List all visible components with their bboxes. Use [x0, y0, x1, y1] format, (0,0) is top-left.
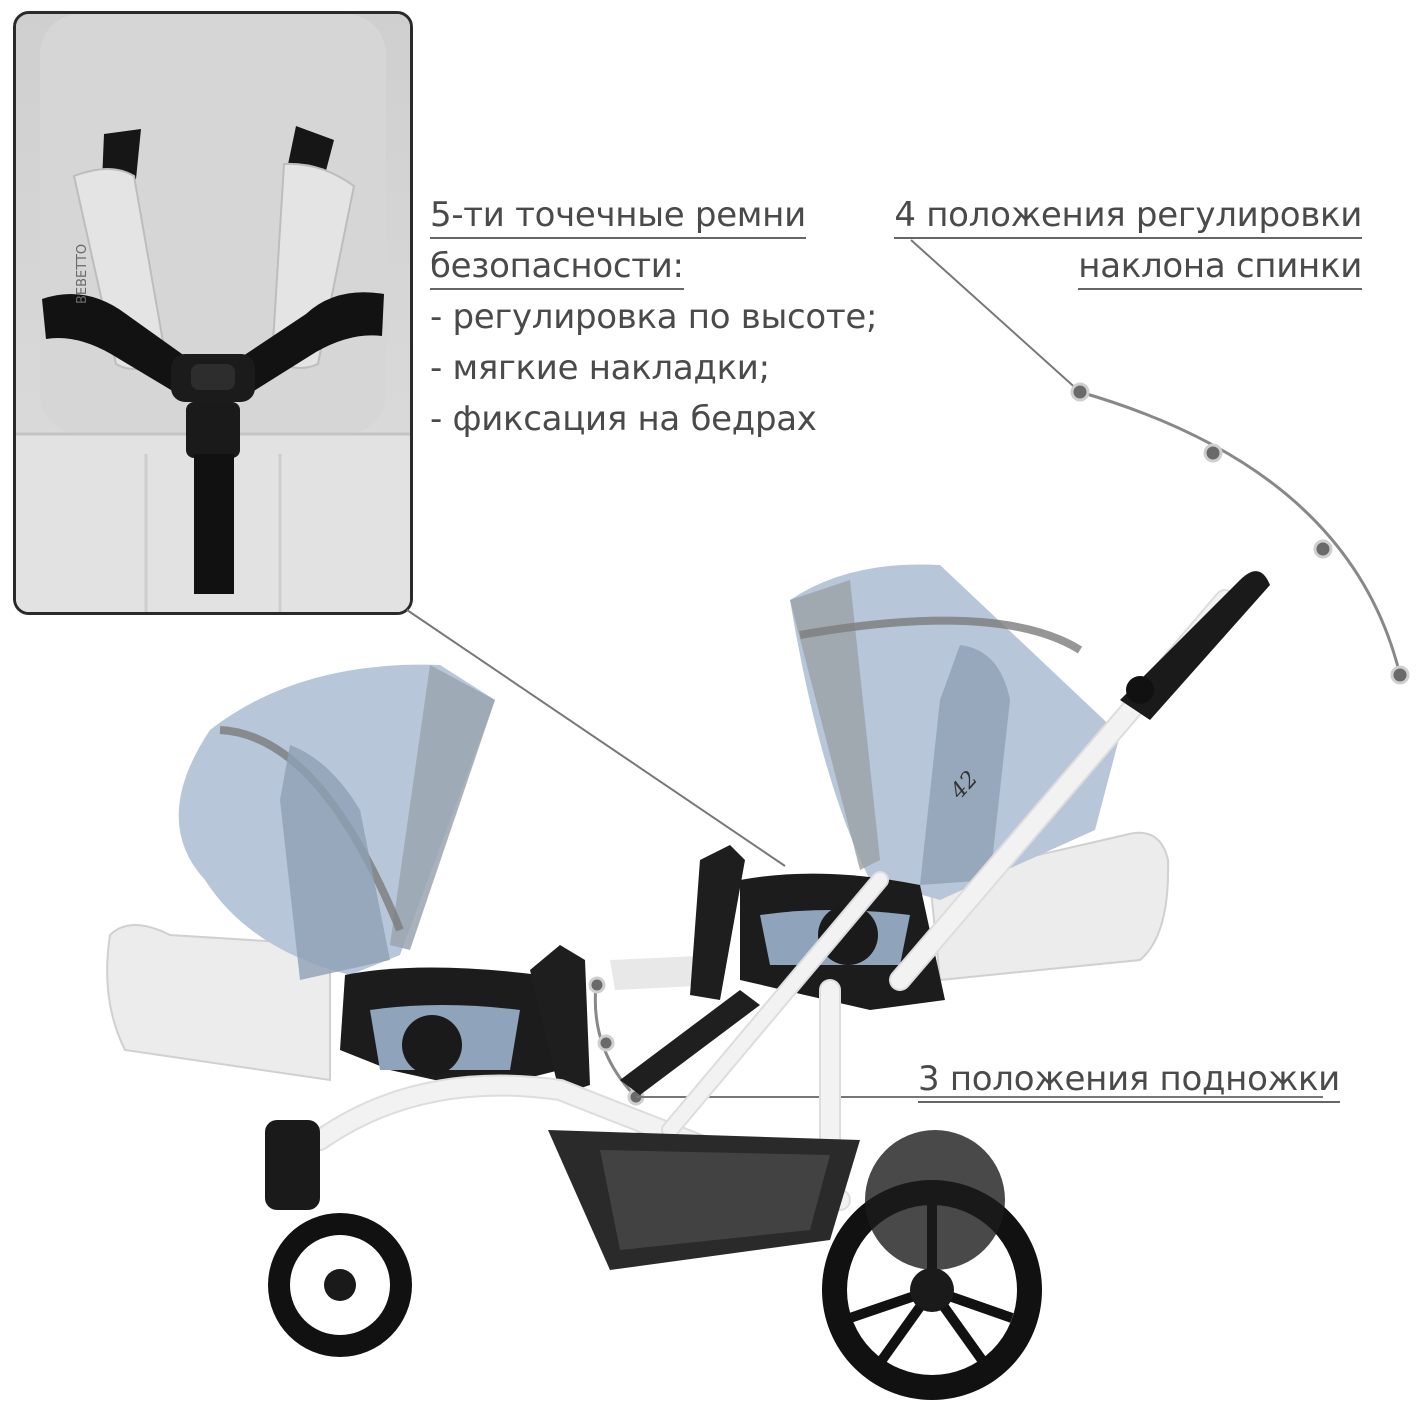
front-seat-hub	[402, 1015, 462, 1075]
recline-callout-line	[910, 239, 1081, 393]
harness-callout-line	[406, 609, 786, 867]
recline-feature-text: 4 положения регулировки наклона спинки	[894, 190, 1362, 292]
harness-title-line2: безопасности:	[430, 244, 684, 290]
recline-dot-2	[1203, 443, 1223, 463]
front-wheel	[268, 1213, 412, 1357]
front-seat-reclined-ghost	[106, 924, 331, 1082]
harness-title-line1: 5-ти точечные ремни	[430, 193, 806, 239]
recline-dot-3	[1313, 539, 1333, 559]
front-wheel-fork	[265, 1120, 320, 1210]
recline-dot-1	[1070, 382, 1090, 402]
footrest-label: 3 положения подножки	[918, 1057, 1340, 1103]
rear-bumper-bar	[690, 845, 745, 1000]
handlebar	[1120, 571, 1270, 720]
white-frame	[309, 589, 1236, 1211]
rear-footrest	[620, 990, 760, 1095]
recline-dot-4	[1390, 665, 1410, 685]
harness-item-pads: - мягкие накладки;	[430, 348, 770, 388]
footrest-feature-text: 3 положения подножки	[918, 1054, 1340, 1105]
harness-item-height: - регулировка по высоте;	[430, 297, 878, 337]
brand-tag: BEBETTO	[75, 244, 90, 304]
handlebar-fold-button	[1126, 676, 1154, 704]
harness-item-hips: - фиксация на бедрах	[430, 399, 817, 439]
harness-closeup-inset: BEBETTO	[13, 11, 413, 615]
front-bumper-bar	[530, 945, 590, 1095]
rear-wheel-right	[865, 1130, 1005, 1270]
harness-feature-text: 5-ти точечные ремни безопасности: - регу…	[430, 190, 877, 445]
rear-seat-hub	[818, 905, 878, 965]
recline-arc	[1079, 390, 1402, 676]
harness-closeup-image: BEBETTO	[16, 14, 410, 612]
recline-line2: наклона спинки	[1078, 244, 1362, 290]
recline-position-dots	[1070, 382, 1410, 685]
recline-line1: 4 положения регулировки	[894, 193, 1362, 239]
